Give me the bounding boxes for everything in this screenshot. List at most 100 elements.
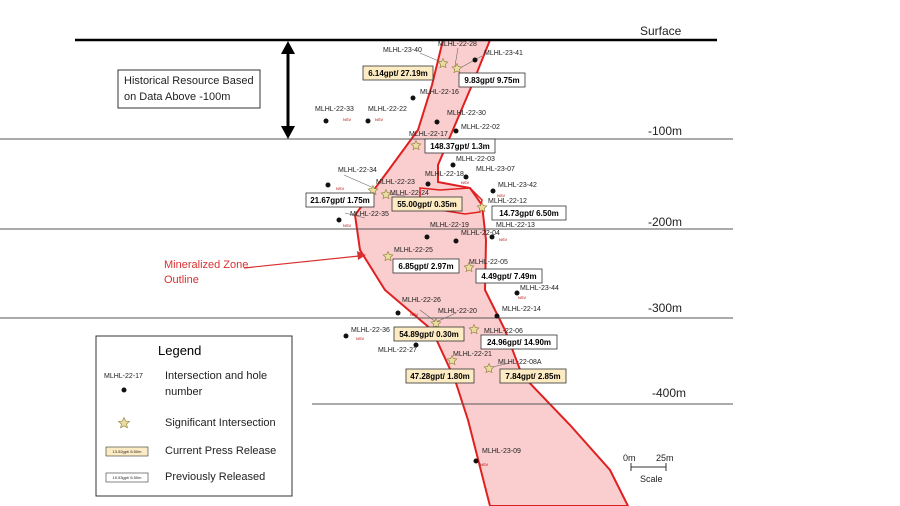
hole-label: MLHL-22-25 — [394, 247, 433, 254]
hole-label: MLHL-22-14 — [502, 306, 541, 313]
depth-label-200: -200m — [648, 215, 682, 229]
star-icon — [476, 201, 488, 213]
hole-label: MLHL-22-06 — [484, 328, 523, 335]
star-icon — [446, 354, 458, 366]
intersection-value: 55.00gpt/ 0.35m — [397, 200, 457, 209]
hole-label: MLHL-22-08A — [498, 359, 542, 366]
hole-label: MLHL-22-19 — [430, 222, 469, 229]
star-icon — [410, 139, 422, 151]
nsv-marker: NSV — [480, 462, 489, 467]
intersection-box-previous — [392, 258, 460, 274]
intersection-box-previous — [475, 268, 543, 284]
significant-stars — [367, 57, 495, 374]
legend-current-sample: 13.52gpt/ 6.50m — [113, 449, 143, 454]
hole-label: MLHL-22-22 — [368, 106, 407, 113]
hole-label: MLHL-22-30 — [447, 110, 486, 117]
hole-label: MLHL-22-13 — [496, 222, 535, 229]
intersection-box-current — [393, 326, 465, 342]
nsv-marker: NSV — [343, 223, 352, 228]
legend-star-icon — [117, 416, 131, 429]
mineralized-zone-label-line2: Outline — [164, 274, 199, 286]
depth-label-400: -400m — [652, 386, 686, 400]
historical-note-line1: Historical Resource Based — [124, 75, 254, 87]
hole-label: MLHL-22-18 — [425, 171, 464, 178]
nsv-marker: NSV — [518, 295, 527, 300]
nsv-marker: NSV — [336, 186, 345, 191]
intersection-boxes: 6.14gpt/ 27.19m 9.83gpt/ 9.75m 148.37gpt… — [305, 65, 567, 384]
hole-label: MLHL-22-20 — [438, 308, 477, 315]
scale-distance-label: 25m — [656, 453, 674, 463]
intersection-value: 6.14gpt/ 27.19m — [368, 69, 428, 78]
scale-bar: 0m 25m Scale — [623, 453, 674, 484]
historical-arrow-head-down — [281, 126, 295, 139]
historical-arrow-head-up — [281, 41, 295, 54]
intersection-value: 7.84gpt/ 2.85m — [505, 372, 560, 381]
intersection-value: 6.85gpt/ 2.97m — [398, 262, 453, 271]
legend-previous-text: Previously Released — [165, 471, 265, 483]
intersection-box-previous — [458, 72, 526, 88]
surface-label: Surface — [640, 24, 682, 38]
intersection-value: 24.96gpt/ 14.90m — [487, 338, 551, 347]
intersection-box-current — [499, 368, 567, 384]
hole-label: MLHL-22-28 — [438, 41, 477, 48]
hole-label: MLHL-22-05 — [469, 259, 508, 266]
legend-hole-text-line2: number — [165, 386, 203, 398]
intersection-value: 148.37gpt/ 1.3m — [430, 142, 490, 151]
mineralized-zone-polygon — [353, 39, 630, 506]
legend-previous-sample: 19.53gpt/ 6.50m — [113, 475, 143, 480]
hole-label: MLHL-22-35 — [350, 211, 389, 218]
historical-note-line2: on Data Above -100m — [124, 91, 230, 103]
hole-label: MLHL-23-40 — [383, 47, 422, 54]
hole-label: MLHL-22-12 — [488, 198, 527, 205]
legend-current-swatch — [105, 446, 149, 457]
legend-significant-text: Significant Intersection — [165, 417, 276, 429]
mineralized-zone-label-line1: Mineralized Zone — [164, 259, 248, 271]
legend-hole-dot — [121, 387, 127, 393]
scale-zero-label: 0m — [623, 453, 636, 463]
intersection-box-current — [391, 196, 463, 212]
scale-label: Scale — [640, 474, 663, 484]
intersection-box-previous — [305, 192, 375, 208]
hole-label: MLHL-22-27 — [378, 347, 417, 354]
hole-label: MLHL-22-21 — [453, 351, 492, 358]
legend-current-text: Current Press Release — [165, 445, 276, 457]
hole-label: MLHL-22-23 — [376, 179, 415, 186]
hole-label: MLHL-22-36 — [351, 327, 390, 334]
hole-label: MLHL-23-42 — [498, 182, 537, 189]
hole-label: MLHL-23-44 — [520, 285, 559, 292]
intersection-value: 21.67gpt/ 1.75m — [310, 196, 370, 205]
star-icon — [463, 261, 475, 273]
hole-label: MLHL-23-41 — [484, 50, 523, 57]
intersection-box-previous — [424, 138, 496, 154]
star-icon — [380, 188, 392, 200]
star-icon — [430, 317, 442, 329]
hole-label: MLHL-22-04 — [461, 230, 500, 237]
depth-label-100: -100m — [648, 124, 682, 138]
legend-hole-sample: MLHL-22-17 — [104, 373, 143, 380]
intersection-box-current — [405, 368, 475, 384]
legend-hole-text-line1: Intersection and hole — [165, 370, 267, 382]
historical-note-box — [117, 69, 261, 109]
nsv-marker: NSV — [356, 336, 365, 341]
hole-label: MLHL-23-07 — [476, 166, 515, 173]
legend: Legend MLHL-22-17 Intersection and hole … — [95, 335, 293, 497]
nsv-marker: NSV — [497, 193, 506, 198]
hole-label: MLHL-22-24 — [390, 190, 429, 197]
hole-label: MLHL-22-34 — [338, 167, 377, 174]
hole-label: MLHL-22-02 — [461, 124, 500, 131]
hole-label: MLHL-22-16 — [420, 89, 459, 96]
intersection-value: 9.83gpt/ 9.75m — [464, 76, 519, 85]
hole-leader-lines — [343, 47, 511, 369]
hole-label: MLHL-22-26 — [402, 297, 441, 304]
legend-title: Legend — [158, 343, 201, 358]
hole-label: MLHL-23-09 — [482, 448, 521, 455]
star-icon — [451, 62, 463, 74]
star-icon — [468, 323, 480, 335]
hole-dots — [323, 57, 520, 464]
star-icon — [483, 362, 495, 374]
nsv-marker: NSV — [343, 117, 352, 122]
intersection-value: 4.49gpt/ 7.49m — [481, 272, 536, 281]
star-icon — [437, 57, 449, 69]
